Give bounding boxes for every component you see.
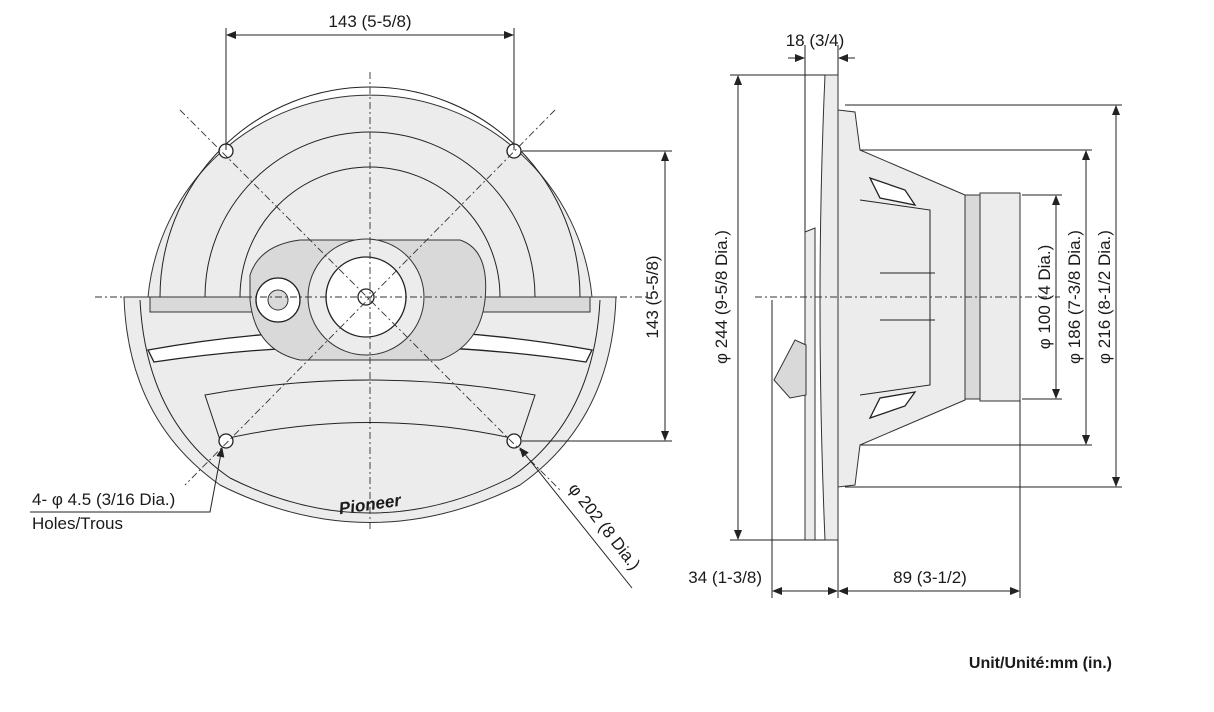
side-view: 18 (3/4) φ 244 (9-5/8 Dia.) φ 100 (4 Dia… <box>688 31 1122 598</box>
tweeter-center <box>267 289 289 311</box>
width-dimension-label: 143 (5-5/8) <box>328 12 411 31</box>
side-grille-tab <box>773 339 807 399</box>
mount-hole-bottom-right <box>506 433 522 449</box>
basket-dia-label: φ 186 (7-3/8 Dia.) <box>1065 230 1084 364</box>
bolt-circle-leader <box>519 447 633 589</box>
side-basket <box>837 109 966 488</box>
flange-thickness-label: 18 (3/4) <box>786 31 845 50</box>
outer-dia-label: φ 244 (9-5/8 Dia.) <box>712 230 731 364</box>
cutout-dia-label: φ 216 (8-1/2 Dia.) <box>1095 230 1114 364</box>
grille-arch <box>204 379 536 441</box>
holes-leader <box>30 447 225 513</box>
unit-note: Unit/Unité:mm (in.) <box>969 655 1112 672</box>
holes-label-line2: Holes/Trous <box>32 514 123 533</box>
grille-lower-body <box>123 296 617 523</box>
bolt-circle-label: φ 202 (8 Dia.) <box>565 480 644 574</box>
mount-hole-bottom-left <box>218 433 234 449</box>
center-line-diag-2 <box>184 109 556 486</box>
side-basket-window-bottom <box>868 391 917 420</box>
height-dimension-label: 143 (5-5/8) <box>643 255 662 338</box>
mount-depth-label: 89 (3-1/2) <box>893 568 967 587</box>
side-basket-ribs <box>859 199 935 396</box>
magnet-dia-label: φ 100 (4 Dia.) <box>1035 245 1054 350</box>
holes-label-line1: 4- φ 4.5 (3/16 Dia.) <box>32 490 175 509</box>
protrusion-label: 34 (1-3/8) <box>688 568 762 587</box>
side-flange <box>819 74 839 541</box>
front-view: Pioneer 143 (5-5/8) 143 (5-5/8) φ 202 (8… <box>30 12 672 589</box>
side-basket-window-top <box>868 176 917 206</box>
